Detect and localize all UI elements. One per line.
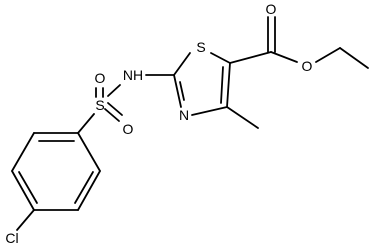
methyl-bond	[226, 106, 259, 129]
s-o-double-bond-right	[107, 102, 123, 116]
benzene-bond	[11, 170, 35, 211]
c-c-carbonyl-bond	[229, 51, 272, 64]
atom-o-ester: O	[302, 58, 313, 74]
benzene-double-bond	[18, 171, 38, 204]
ch2-ch3-bond	[339, 47, 369, 69]
atom-s-thiazole: S	[196, 39, 205, 55]
benzene-bond	[77, 132, 101, 172]
benzene-ring	[11, 132, 101, 211]
thiazole-double-bond	[179, 81, 185, 101]
thiazole-bond	[191, 106, 228, 116]
thiazole-bond	[226, 62, 231, 108]
atom-s-sulfonyl: S	[95, 97, 104, 113]
atom-o-sulfonyl-top: O	[95, 70, 106, 86]
c-o-ester-bond	[270, 51, 298, 63]
atom-n-thiazole: N	[179, 107, 189, 123]
thiazole-bond	[210, 52, 231, 64]
atom-cl: Cl	[5, 230, 18, 246]
thiazole-bond	[173, 52, 191, 76]
thiazole-ring	[173, 52, 231, 116]
atom-o-sulfonyl-right: O	[123, 121, 134, 137]
o-ch2-bond	[315, 47, 341, 63]
benzene-bond	[77, 170, 101, 211]
c-s-bond	[77, 113, 95, 134]
benzene-bond	[11, 132, 35, 172]
benzene-double-bond	[74, 171, 94, 204]
s-n-bond	[107, 84, 121, 97]
thiazole-double-bond	[220, 66, 224, 104]
atom-o-carbonyl: O	[266, 1, 277, 17]
thiazole-bond	[173, 74, 182, 108]
c-cl-bond	[16, 209, 35, 231]
atom-nh: NH	[123, 67, 143, 83]
s-o-double-bond-right	[104, 108, 120, 122]
